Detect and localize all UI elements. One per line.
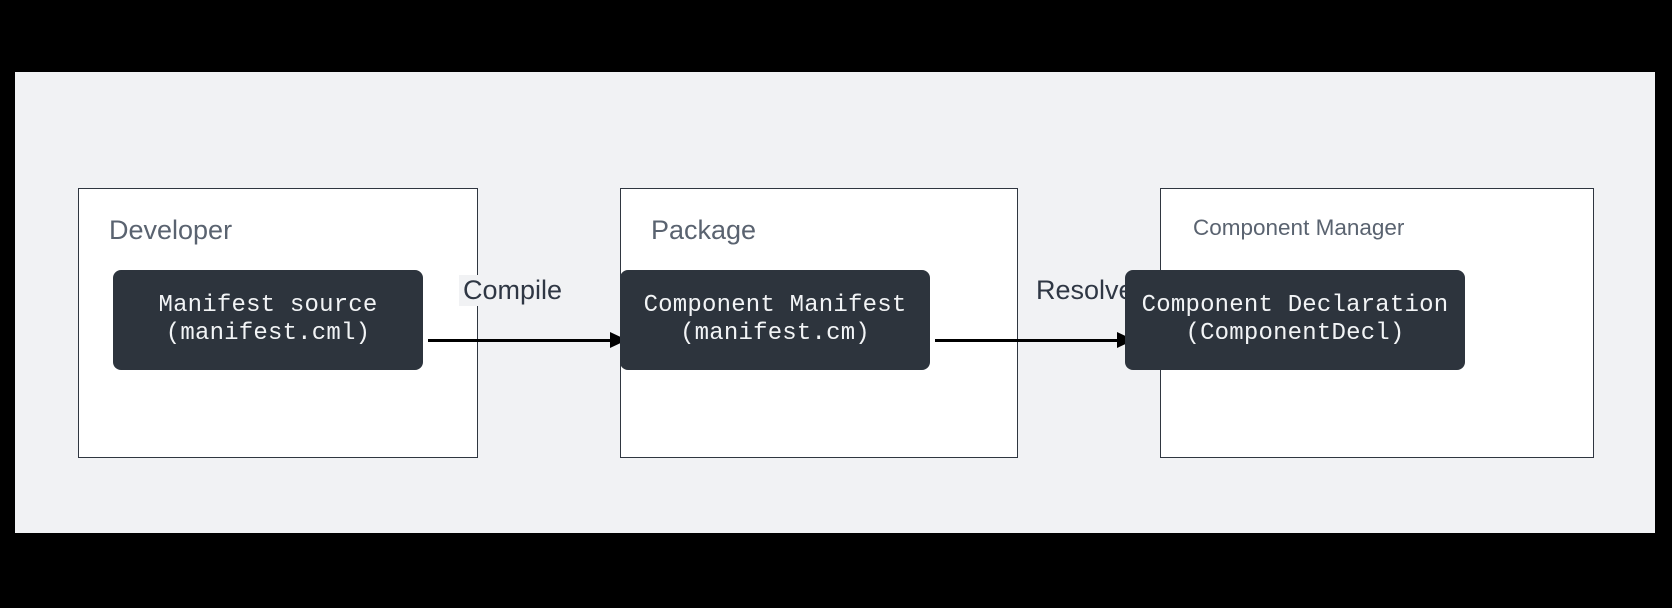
node-manifest-source[interactable]: Manifest source(manifest.cml) xyxy=(113,270,423,370)
lane-title-component-manager: Component Manager xyxy=(1193,215,1405,240)
lane-title-developer: Developer xyxy=(109,215,233,245)
arrow-compile xyxy=(428,332,627,348)
node-component-declaration-text: Component Declaration(ComponentDecl) xyxy=(1142,292,1449,349)
diagram-panel: Developer Package Component Manager Mani… xyxy=(15,72,1655,533)
edge-label-compile: Compile xyxy=(459,275,567,306)
node-component-manifest-line2: (manifest.cm) xyxy=(680,320,870,347)
arrow-resolve xyxy=(935,332,1134,348)
node-component-declaration[interactable]: Component Declaration(ComponentDecl) xyxy=(1125,270,1465,370)
node-manifest-source-line2: (manifest.cml) xyxy=(165,320,371,347)
lane-title-package: Package xyxy=(651,215,757,245)
node-component-declaration-line2: (ComponentDecl) xyxy=(1185,320,1405,347)
node-manifest-source-line1: Manifest source xyxy=(158,291,378,319)
node-component-manifest-line1: Component Manifest xyxy=(643,291,907,319)
node-component-declaration-line1: Component Declaration xyxy=(1141,291,1449,319)
node-component-manifest-text: Component Manifest(manifest.cm) xyxy=(644,292,907,349)
edge-label-resolve: Resolve xyxy=(1032,275,1138,306)
node-manifest-source-text: Manifest source(manifest.cml) xyxy=(158,292,377,349)
node-component-manifest[interactable]: Component Manifest(manifest.cm) xyxy=(620,270,930,370)
